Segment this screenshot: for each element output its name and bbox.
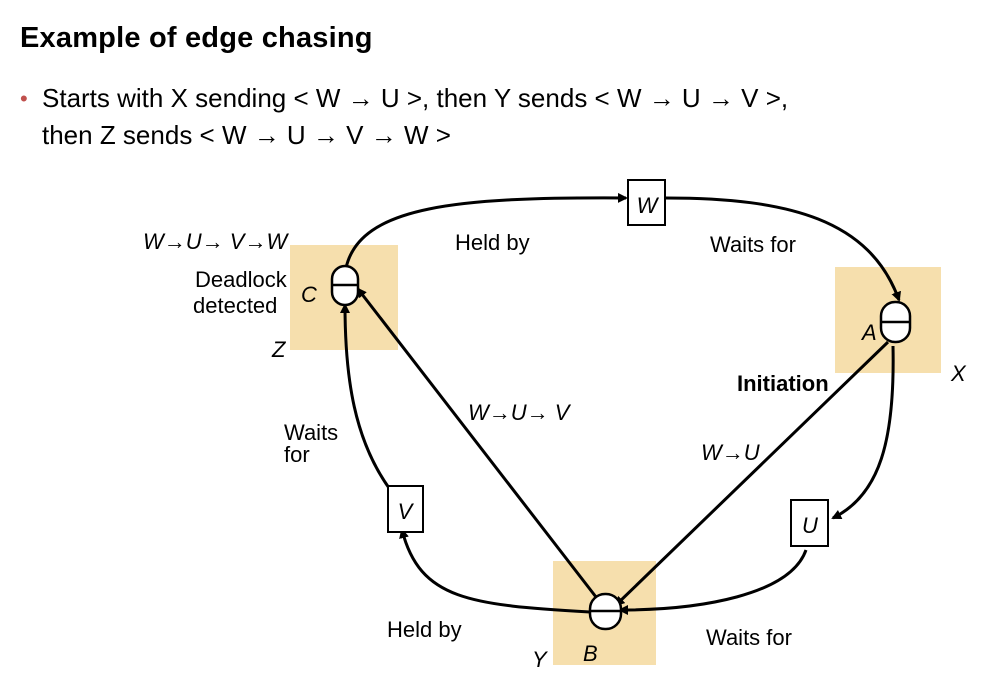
edge-label-held-by-bottom: Held by: [387, 617, 462, 642]
message-z: W→U→ V→W: [143, 229, 289, 254]
edge-label-waits-for-bottom: Waits for: [706, 625, 792, 650]
resource-w-label: W: [637, 193, 660, 218]
edge-label-waits-for-left-1: Waits: [284, 420, 338, 445]
probe-y-to-z: [356, 287, 598, 598]
deadlock-detected-line1: Deadlock: [195, 267, 288, 292]
edge-w-waits-a: [665, 196, 901, 302]
resource-u-label: U: [802, 513, 818, 538]
process-c-label: C: [301, 282, 317, 307]
edge-v-held-c: [340, 303, 391, 489]
initiation-label: Initiation: [737, 371, 829, 396]
edge-label-waits-for-left-2: for: [284, 442, 310, 467]
resource-v-label: V: [398, 499, 415, 524]
resource-u: U: [790, 499, 829, 547]
deadlock-detected-line2: detected: [193, 293, 277, 318]
server-x-label: X: [950, 361, 967, 386]
resource-w: W: [627, 179, 666, 226]
bullet-text-line2: then Z sends < W → U → V → W >: [42, 120, 451, 150]
bullet-text-line1: Starts with X sending < W → U >, then Y …: [42, 83, 789, 113]
server-y-label: Y: [532, 647, 548, 672]
slide-title: Example of edge chasing: [20, 22, 373, 54]
process-c-node: [330, 264, 360, 307]
server-z-label: Z: [271, 337, 287, 362]
message-x: W→U: [701, 440, 760, 465]
bullet-dot: •: [20, 86, 28, 111]
edge-u-held-b: [618, 549, 808, 615]
process-a-label: A: [860, 320, 877, 345]
edge-a-waits-u: [831, 345, 895, 520]
edge-label-held-by-top: Held by: [455, 230, 530, 255]
edge-label-waits-for-top: Waits for: [710, 232, 796, 257]
process-b-node: [588, 592, 623, 631]
process-b-label: B: [583, 641, 598, 666]
edge-c-held-w: [344, 192, 628, 269]
probe-x-to-y: [614, 340, 890, 607]
process-a-node: [879, 300, 912, 344]
message-y: W→U→ V: [468, 400, 572, 425]
edge-b-waits-v: [399, 528, 591, 614]
resource-v: V: [387, 485, 424, 533]
